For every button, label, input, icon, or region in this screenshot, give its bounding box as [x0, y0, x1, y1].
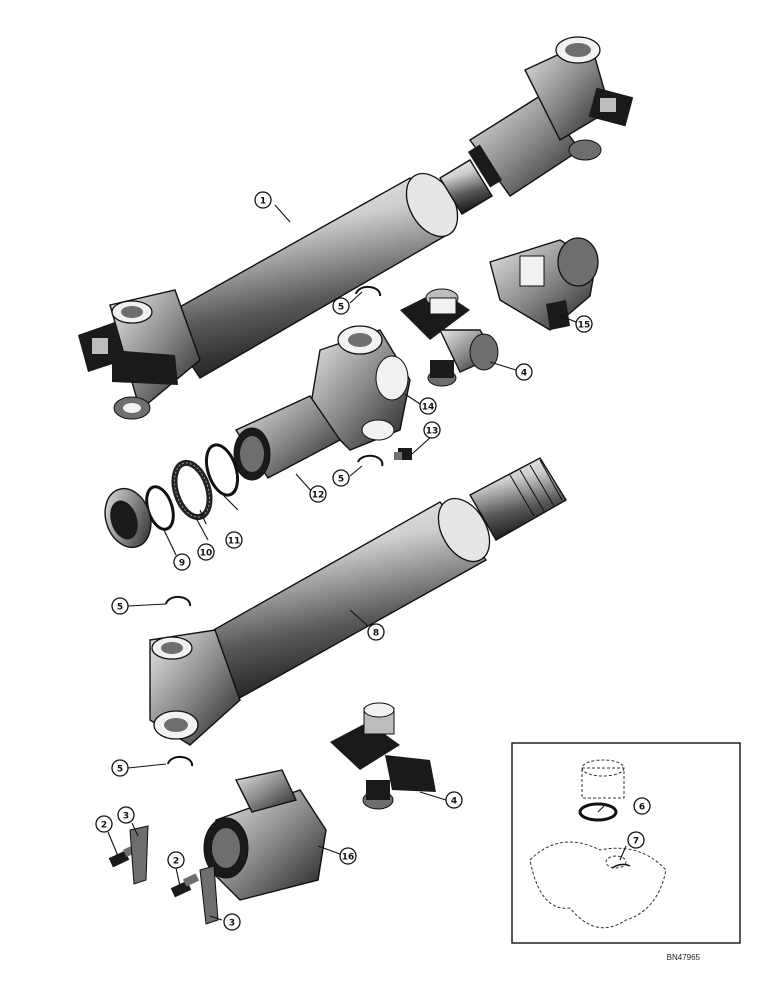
svg-text:2: 2: [101, 821, 107, 831]
washer-10-right: [204, 443, 240, 497]
svg-text:4: 4: [521, 369, 527, 379]
svg-text:10: 10: [200, 549, 213, 559]
packing-11: [171, 459, 213, 521]
svg-text:16: 16: [342, 853, 355, 863]
callout-9: 9: [173, 553, 191, 571]
lock-plate-3-lower: [199, 865, 219, 925]
callout-5b: 5: [332, 469, 350, 487]
end-yoke-16: [203, 769, 327, 901]
cross-and-bearing-4-lower: [330, 702, 436, 810]
callout-16: 16: [339, 847, 357, 865]
callout-10: 10: [197, 543, 215, 561]
callout-7: 7: [627, 831, 645, 849]
callout-12: 12: [309, 485, 327, 503]
svg-text:7: 7: [633, 837, 639, 847]
slip-yoke-14: [309, 325, 411, 451]
callout-8: 8: [367, 623, 385, 641]
snap-ring-5-c: [165, 595, 192, 607]
callout-14: 14: [419, 397, 437, 415]
callout-5c: 5: [111, 597, 129, 615]
inset-detail-box: [511, 742, 741, 944]
drawing-code: BN47965: [667, 953, 701, 962]
callout-15: 15: [575, 315, 593, 333]
svg-text:13: 13: [426, 427, 439, 437]
svg-text:12: 12: [312, 491, 325, 501]
lock-plate-3-upper: [129, 825, 149, 885]
callout-5d: 5: [111, 759, 129, 777]
bolt-13: [394, 448, 412, 460]
callout-13: 13: [423, 421, 441, 439]
svg-text:2: 2: [173, 857, 179, 867]
svg-text:3: 3: [229, 919, 235, 929]
svg-text:5: 5: [117, 603, 123, 613]
svg-text:5: 5: [338, 303, 344, 313]
dust-cap-9: [104, 487, 152, 549]
svg-text:11: 11: [228, 537, 241, 547]
callout-2b: 2: [167, 851, 185, 869]
svg-text:4: 4: [451, 797, 457, 807]
svg-text:6: 6: [639, 803, 645, 813]
callout-2a: 2: [95, 815, 113, 833]
callout-3a: 3: [117, 806, 135, 824]
splined-sleeve-12: [233, 395, 342, 481]
driveshaft-assembly-1: [78, 36, 634, 420]
snap-ring-5-a: [355, 285, 382, 297]
bolt-2-lower: [170, 873, 200, 898]
shaft-tube-8: [149, 457, 567, 746]
callout-4a: 4: [515, 363, 533, 381]
svg-text:5: 5: [338, 475, 344, 485]
callout-6: 6: [633, 797, 651, 815]
svg-text:3: 3: [123, 812, 129, 822]
leader-lines: [107, 204, 627, 921]
svg-text:15: 15: [578, 321, 591, 331]
yoke-15: [489, 237, 599, 331]
callout-4b: 4: [445, 791, 463, 809]
svg-text:14: 14: [422, 403, 435, 413]
svg-text:1: 1: [260, 197, 266, 207]
svg-text:5: 5: [117, 765, 123, 775]
svg-text:9: 9: [179, 559, 185, 569]
callout-3b: 3: [223, 913, 241, 931]
snap-ring-5-b: [357, 454, 384, 467]
callout-11: 11: [225, 531, 243, 549]
snap-ring-5-d: [167, 755, 194, 767]
svg-text:8: 8: [373, 629, 379, 639]
callout-5a: 5: [332, 297, 350, 315]
cross-and-bearing-4-upper: [400, 288, 499, 387]
callout-1: 1: [254, 191, 272, 209]
